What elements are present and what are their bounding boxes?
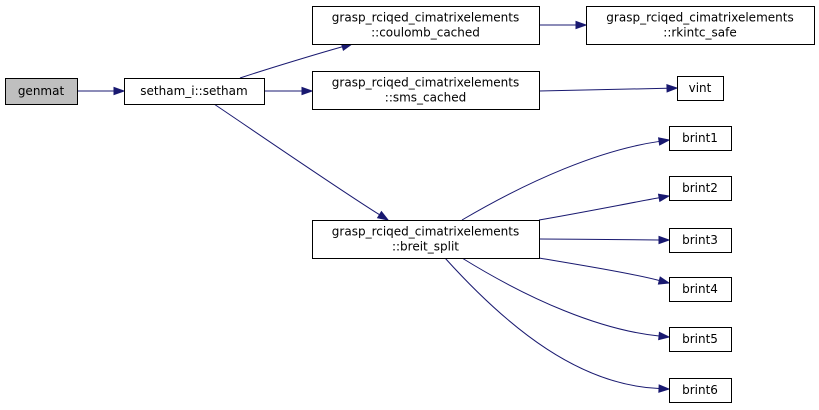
node-box[interactable] bbox=[669, 176, 732, 201]
node-label: genmat bbox=[18, 84, 65, 98]
node-brint4[interactable]: brint4 bbox=[669, 277, 732, 302]
arrowhead-icon bbox=[666, 83, 679, 93]
edge-breit-brint2 bbox=[538, 193, 671, 221]
node-box[interactable] bbox=[669, 327, 732, 352]
node-box[interactable] bbox=[669, 228, 732, 253]
node-box[interactable] bbox=[312, 220, 540, 259]
edge-breit-brint1 bbox=[461, 137, 671, 221]
node-label: brint3 bbox=[682, 233, 718, 247]
arrowhead-icon bbox=[575, 20, 588, 30]
node-label: brint6 bbox=[682, 383, 718, 397]
node-breit[interactable]: grasp_rciqed_cimatrixelements::breit_spl… bbox=[312, 220, 540, 259]
node-sms[interactable]: grasp_rciqed_cimatrixelements::sms_cache… bbox=[312, 71, 540, 110]
edge-breit-brint6 bbox=[444, 257, 671, 393]
node-brint1[interactable]: brint1 bbox=[669, 126, 732, 151]
edge-setham-breit bbox=[213, 103, 390, 221]
edges-layer bbox=[77, 20, 679, 393]
node-vint[interactable]: vint bbox=[677, 76, 724, 101]
node-brint2[interactable]: brint2 bbox=[669, 176, 732, 201]
edge-genmat-setham bbox=[77, 86, 126, 96]
node-label: ::sms_cached bbox=[385, 91, 466, 105]
edge-coulomb-rkintc bbox=[539, 20, 588, 30]
node-box[interactable] bbox=[669, 126, 732, 151]
edge-line bbox=[213, 103, 380, 216]
node-label: brint5 bbox=[682, 332, 718, 346]
edge-line bbox=[538, 197, 660, 221]
arrowhead-icon bbox=[657, 193, 671, 203]
node-box[interactable] bbox=[669, 378, 732, 403]
edge-line bbox=[538, 238, 660, 241]
arrowhead-icon bbox=[113, 86, 126, 96]
node-label: grasp_rciqed_cimatrixelements bbox=[332, 225, 519, 239]
edge-line bbox=[239, 46, 343, 79]
node-box[interactable] bbox=[586, 6, 815, 45]
node-label: setham_i::setham bbox=[140, 84, 247, 98]
node-box[interactable] bbox=[312, 6, 540, 45]
arrowhead-icon bbox=[658, 384, 671, 393]
edge-line bbox=[461, 140, 660, 221]
node-label: vint bbox=[689, 81, 712, 95]
node-label: ::coulomb_cached bbox=[371, 26, 480, 40]
node-box[interactable] bbox=[669, 277, 732, 302]
node-label: grasp_rciqed_cimatrixelements bbox=[606, 11, 793, 25]
node-rkintc[interactable]: grasp_rciqed_cimatrixelements::rkintc_sa… bbox=[586, 6, 815, 45]
node-label: ::breit_split bbox=[392, 240, 459, 254]
node-setham[interactable]: setham_i::setham bbox=[124, 78, 265, 105]
arrowhead-icon bbox=[658, 331, 671, 341]
arrowhead-icon bbox=[657, 276, 671, 285]
node-label: grasp_rciqed_cimatrixelements bbox=[332, 11, 519, 25]
node-box[interactable] bbox=[677, 76, 724, 101]
node-brint5[interactable]: brint5 bbox=[669, 327, 732, 352]
arrowhead-icon bbox=[301, 86, 314, 96]
arrowhead-icon bbox=[376, 210, 390, 221]
edge-line bbox=[538, 87, 668, 92]
edge-sms-vint bbox=[538, 83, 679, 93]
node-genmat[interactable]: genmat bbox=[5, 78, 78, 105]
arrowhead-icon bbox=[657, 137, 671, 146]
edge-setham-sms bbox=[264, 86, 314, 96]
edge-breit-brint4 bbox=[538, 257, 671, 285]
edge-breit-brint3 bbox=[538, 235, 671, 245]
edge-line bbox=[444, 257, 660, 390]
node-label: brint4 bbox=[682, 282, 718, 296]
node-label: brint1 bbox=[682, 131, 718, 145]
node-box[interactable] bbox=[5, 78, 78, 105]
node-label: grasp_rciqed_cimatrixelements bbox=[332, 76, 519, 90]
node-brint3[interactable]: brint3 bbox=[669, 228, 732, 253]
node-label: ::rkintc_safe bbox=[663, 26, 736, 40]
edge-breit-brint5 bbox=[461, 257, 671, 341]
node-brint6[interactable]: brint6 bbox=[669, 378, 732, 403]
node-box[interactable] bbox=[312, 71, 540, 110]
node-label: brint2 bbox=[682, 181, 718, 195]
edge-line bbox=[461, 257, 660, 337]
node-box[interactable] bbox=[124, 78, 265, 105]
node-coulomb[interactable]: grasp_rciqed_cimatrixelements::coulomb_c… bbox=[312, 6, 540, 45]
arrowhead-icon bbox=[658, 235, 671, 245]
edge-line bbox=[538, 257, 660, 282]
